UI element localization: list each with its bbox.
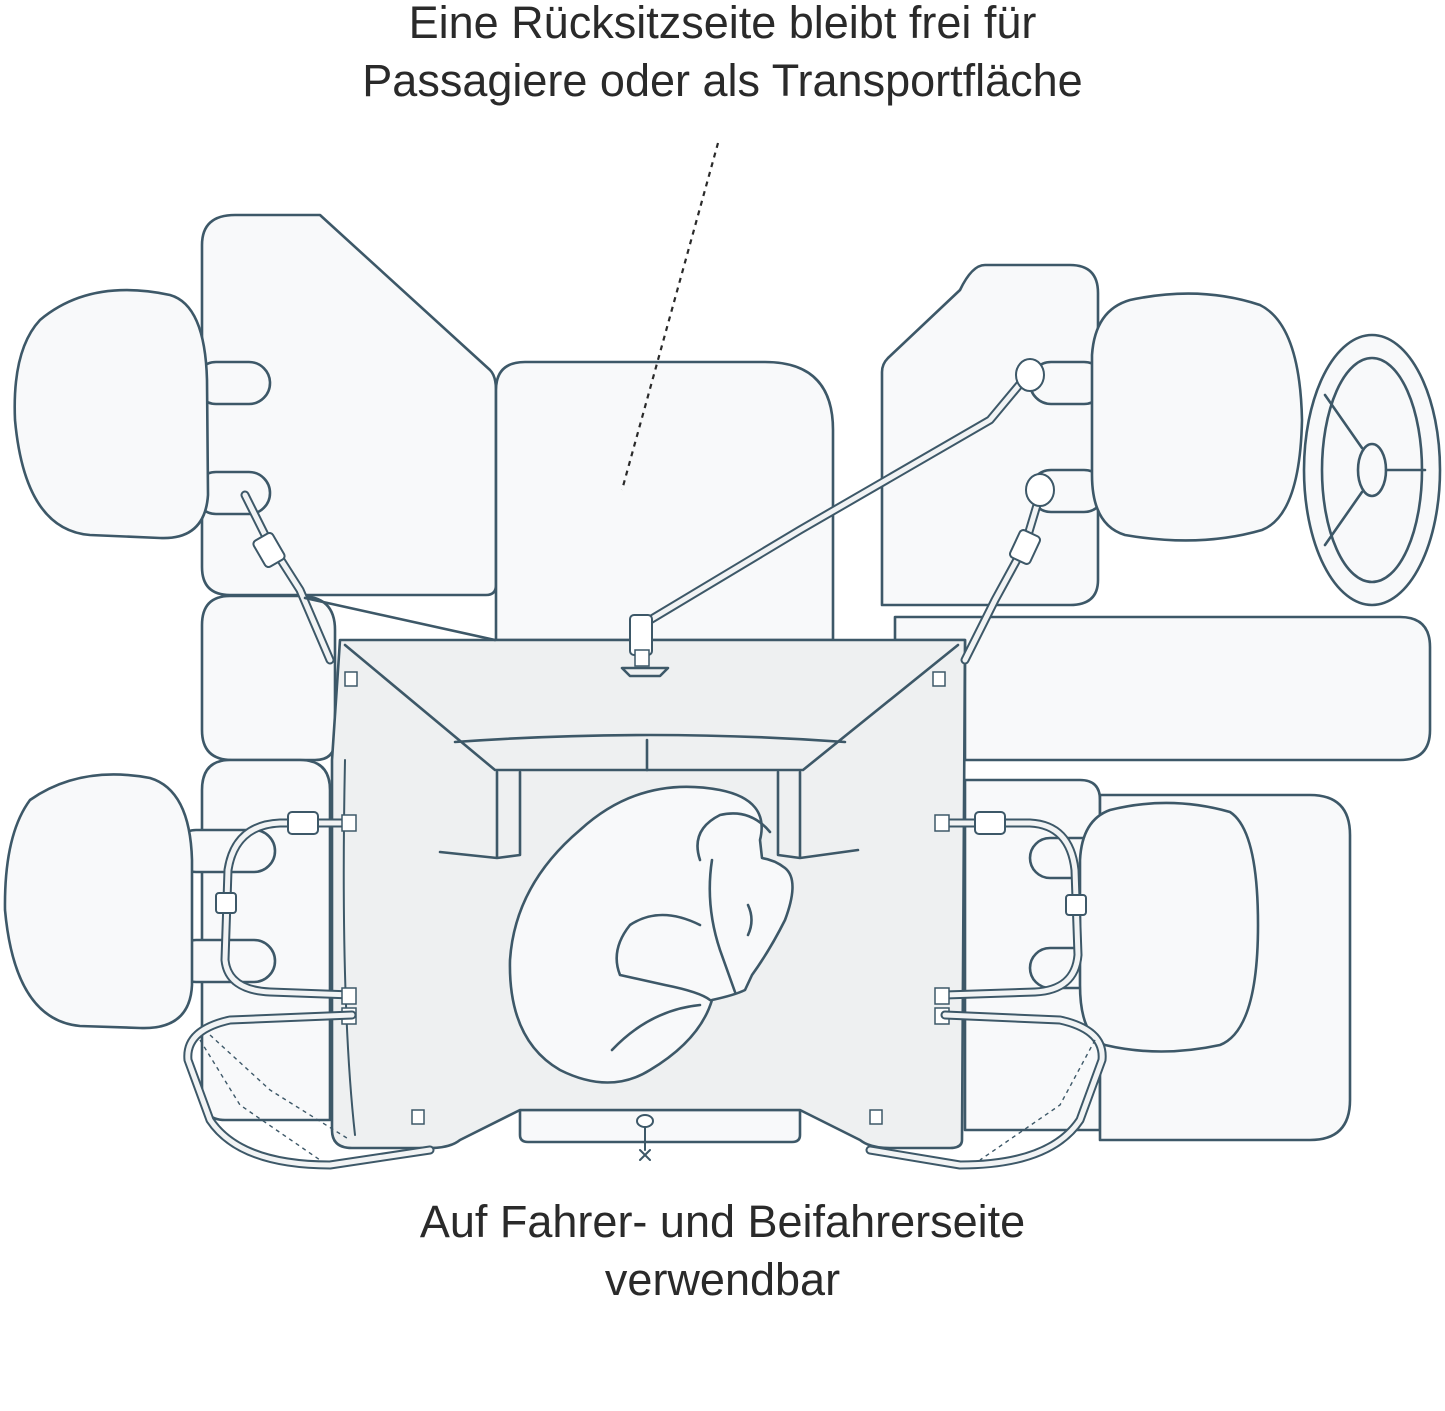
headrest-icon xyxy=(1090,292,1304,542)
headrest-icon xyxy=(13,288,210,540)
strap-left-rear xyxy=(240,490,497,665)
rear-middle-backrest xyxy=(494,360,835,642)
buckle-icon xyxy=(974,811,1006,835)
dog-icon xyxy=(508,785,794,1084)
corner-tags xyxy=(344,671,946,1125)
bottom-clip xyxy=(636,1114,654,1161)
rear-left-backrest xyxy=(200,213,498,597)
strap-right-side xyxy=(865,811,1107,1170)
strap-center xyxy=(620,358,1045,678)
buckle-icon xyxy=(1009,529,1041,565)
buckle-icon xyxy=(252,531,286,569)
bottom-caption-line-1: Auf Fahrer- und Beifahrerseite xyxy=(419,1196,1026,1247)
top-caption-line-1: Eine Rücksitzseite bleibt frei für xyxy=(408,0,1037,48)
top-caption-line-2: Passagiere oder als Transportfläche xyxy=(362,55,1083,106)
strap-left-side xyxy=(183,811,435,1170)
headrest-icon xyxy=(1078,801,1260,1053)
buckle-icon xyxy=(287,811,319,835)
bottom-caption-line-2: verwendbar xyxy=(604,1254,841,1305)
steering-wheel-icon xyxy=(1302,333,1442,607)
top-caption: Eine Rücksitzseite bleibt frei für Passa… xyxy=(0,0,1445,110)
rear-right-backrest xyxy=(880,263,1100,607)
rear-left-cushion xyxy=(200,594,337,762)
bottom-caption: Auf Fahrer- und Beifahrerseite verwendba… xyxy=(0,1193,1445,1309)
strap-right-rear xyxy=(960,473,1055,665)
pointer-line xyxy=(620,142,720,491)
headrest-icon xyxy=(3,773,194,1030)
rear-right-cushion-bar xyxy=(893,615,1432,762)
